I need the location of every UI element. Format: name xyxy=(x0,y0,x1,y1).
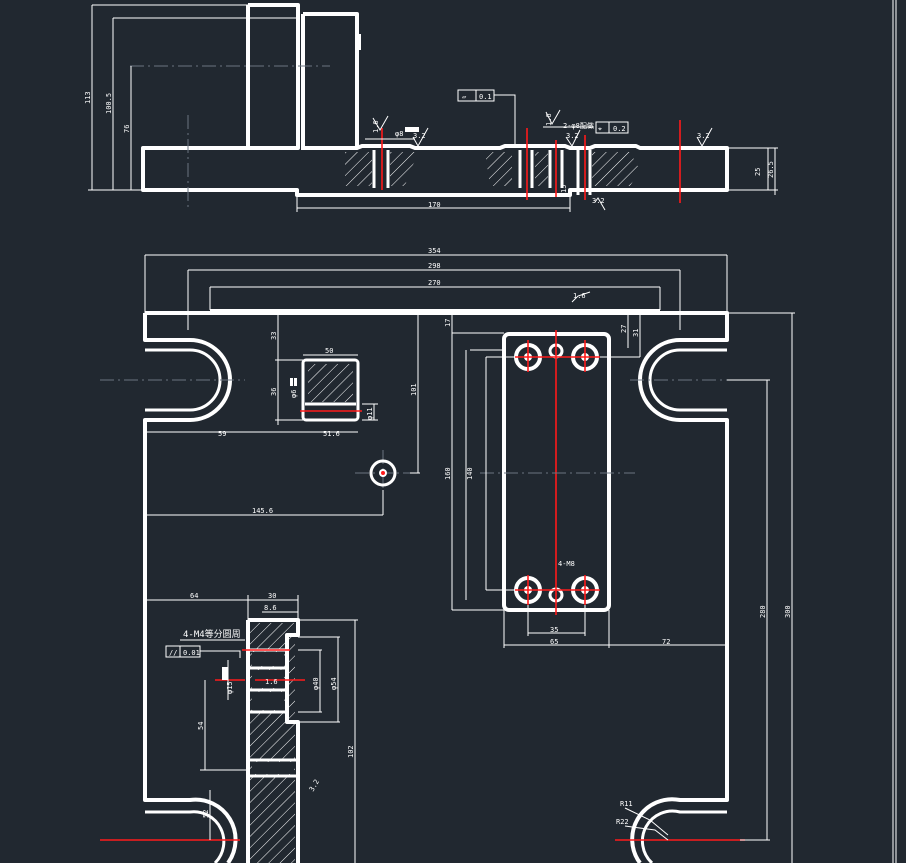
dim-300: 300 xyxy=(784,605,792,618)
dim-298: 298 xyxy=(428,262,441,270)
dim-phi40: φ40 xyxy=(312,677,320,690)
dim-17: 17 xyxy=(444,319,452,327)
svg-text://: // xyxy=(169,649,177,657)
roughness-label: 3.2 xyxy=(413,132,426,140)
dim-72: 72 xyxy=(662,638,670,646)
dim-145-6: 145.6 xyxy=(252,507,273,515)
roughness-label: 3.2 xyxy=(566,132,579,140)
dim-15: 15 xyxy=(560,185,568,193)
dim-50: 50 xyxy=(325,347,333,355)
svg-text:0.1: 0.1 xyxy=(479,93,492,101)
dim-100-5: 100.5 xyxy=(105,93,113,114)
dim-33: 33 xyxy=(270,332,278,340)
dim-59: 59 xyxy=(218,430,226,438)
roughness-label: 1.6 xyxy=(372,120,380,133)
part-outline xyxy=(141,3,729,197)
dim-54: 54 xyxy=(197,722,205,730)
svg-text:0.01: 0.01 xyxy=(183,649,200,657)
dim-170: 170 xyxy=(428,201,441,209)
dim-52: 52 xyxy=(202,810,210,818)
dim-160: 160 xyxy=(444,467,452,480)
pin-block xyxy=(301,358,360,422)
hole-note: φ8 xyxy=(395,130,403,138)
dim-r22: R22 xyxy=(616,818,629,826)
roughness-label: 3.2 xyxy=(697,132,710,140)
dim-27: 27 xyxy=(620,325,628,333)
dim-101: 101 xyxy=(410,383,418,396)
dim-31: 31 xyxy=(632,329,640,337)
dim-51-6: 51.6 xyxy=(323,430,340,438)
base-plate-outline xyxy=(143,311,729,863)
dim-phi6: φ6 xyxy=(290,390,298,398)
dim-140: 140 xyxy=(466,467,474,480)
center-hole xyxy=(369,459,397,487)
position-frame: ⌖ 0.2 xyxy=(595,121,629,134)
roughness-label: 3.2 xyxy=(308,778,321,793)
dim-280: 280 xyxy=(759,605,767,618)
dim-phi15: φ15 xyxy=(226,681,234,694)
dim-phi11: φ11 xyxy=(366,407,374,420)
dim-25: 25 xyxy=(754,168,762,176)
roughness-label: 1.6 xyxy=(573,292,586,300)
dim-270: 270 xyxy=(428,279,441,287)
roughness-label: 1.6 xyxy=(545,113,553,126)
flatness-frame: ▱ 0.1 xyxy=(457,89,516,145)
parallelism-frame: // 0.01 xyxy=(165,645,201,658)
dim-phi54: φ54 xyxy=(330,677,338,690)
dim-64: 64 xyxy=(190,592,198,600)
svg-text:▱: ▱ xyxy=(462,93,467,101)
roughness-label: 3.2 xyxy=(592,197,605,205)
thread-note-m4: 4-M4等分圆周 xyxy=(183,628,241,640)
dim-102: 102 xyxy=(347,745,355,758)
roughness-label: 1.6 xyxy=(265,678,278,686)
pin-note: 2-φ8配做 xyxy=(563,121,594,130)
upright-block xyxy=(301,12,359,148)
dim-36: 36 xyxy=(270,388,278,396)
dim-65: 65 xyxy=(550,638,558,646)
dim-26-5: 26.5 xyxy=(767,161,775,178)
dim-35: 35 xyxy=(550,626,558,634)
dim-113: 113 xyxy=(84,91,92,104)
thread-note-m8: 4-M8 xyxy=(558,560,575,568)
dim-30: 30 xyxy=(268,592,276,600)
dim-8-6: 8.6 xyxy=(264,604,277,612)
front-section-view: 113 100.5 76 170 25 26.5 1.6 3.2 1.6 3.2… xyxy=(84,3,778,212)
svg-text:0.2: 0.2 xyxy=(613,125,626,133)
dim-354: 354 xyxy=(428,247,441,255)
plan-view: 354 298 270 1.6 33 50 36 φ6 φ11 59 51.6 … xyxy=(100,247,795,863)
svg-text:⌖: ⌖ xyxy=(598,125,602,133)
dim-76: 76 xyxy=(123,125,131,133)
dim-r11: R11 xyxy=(620,800,633,808)
